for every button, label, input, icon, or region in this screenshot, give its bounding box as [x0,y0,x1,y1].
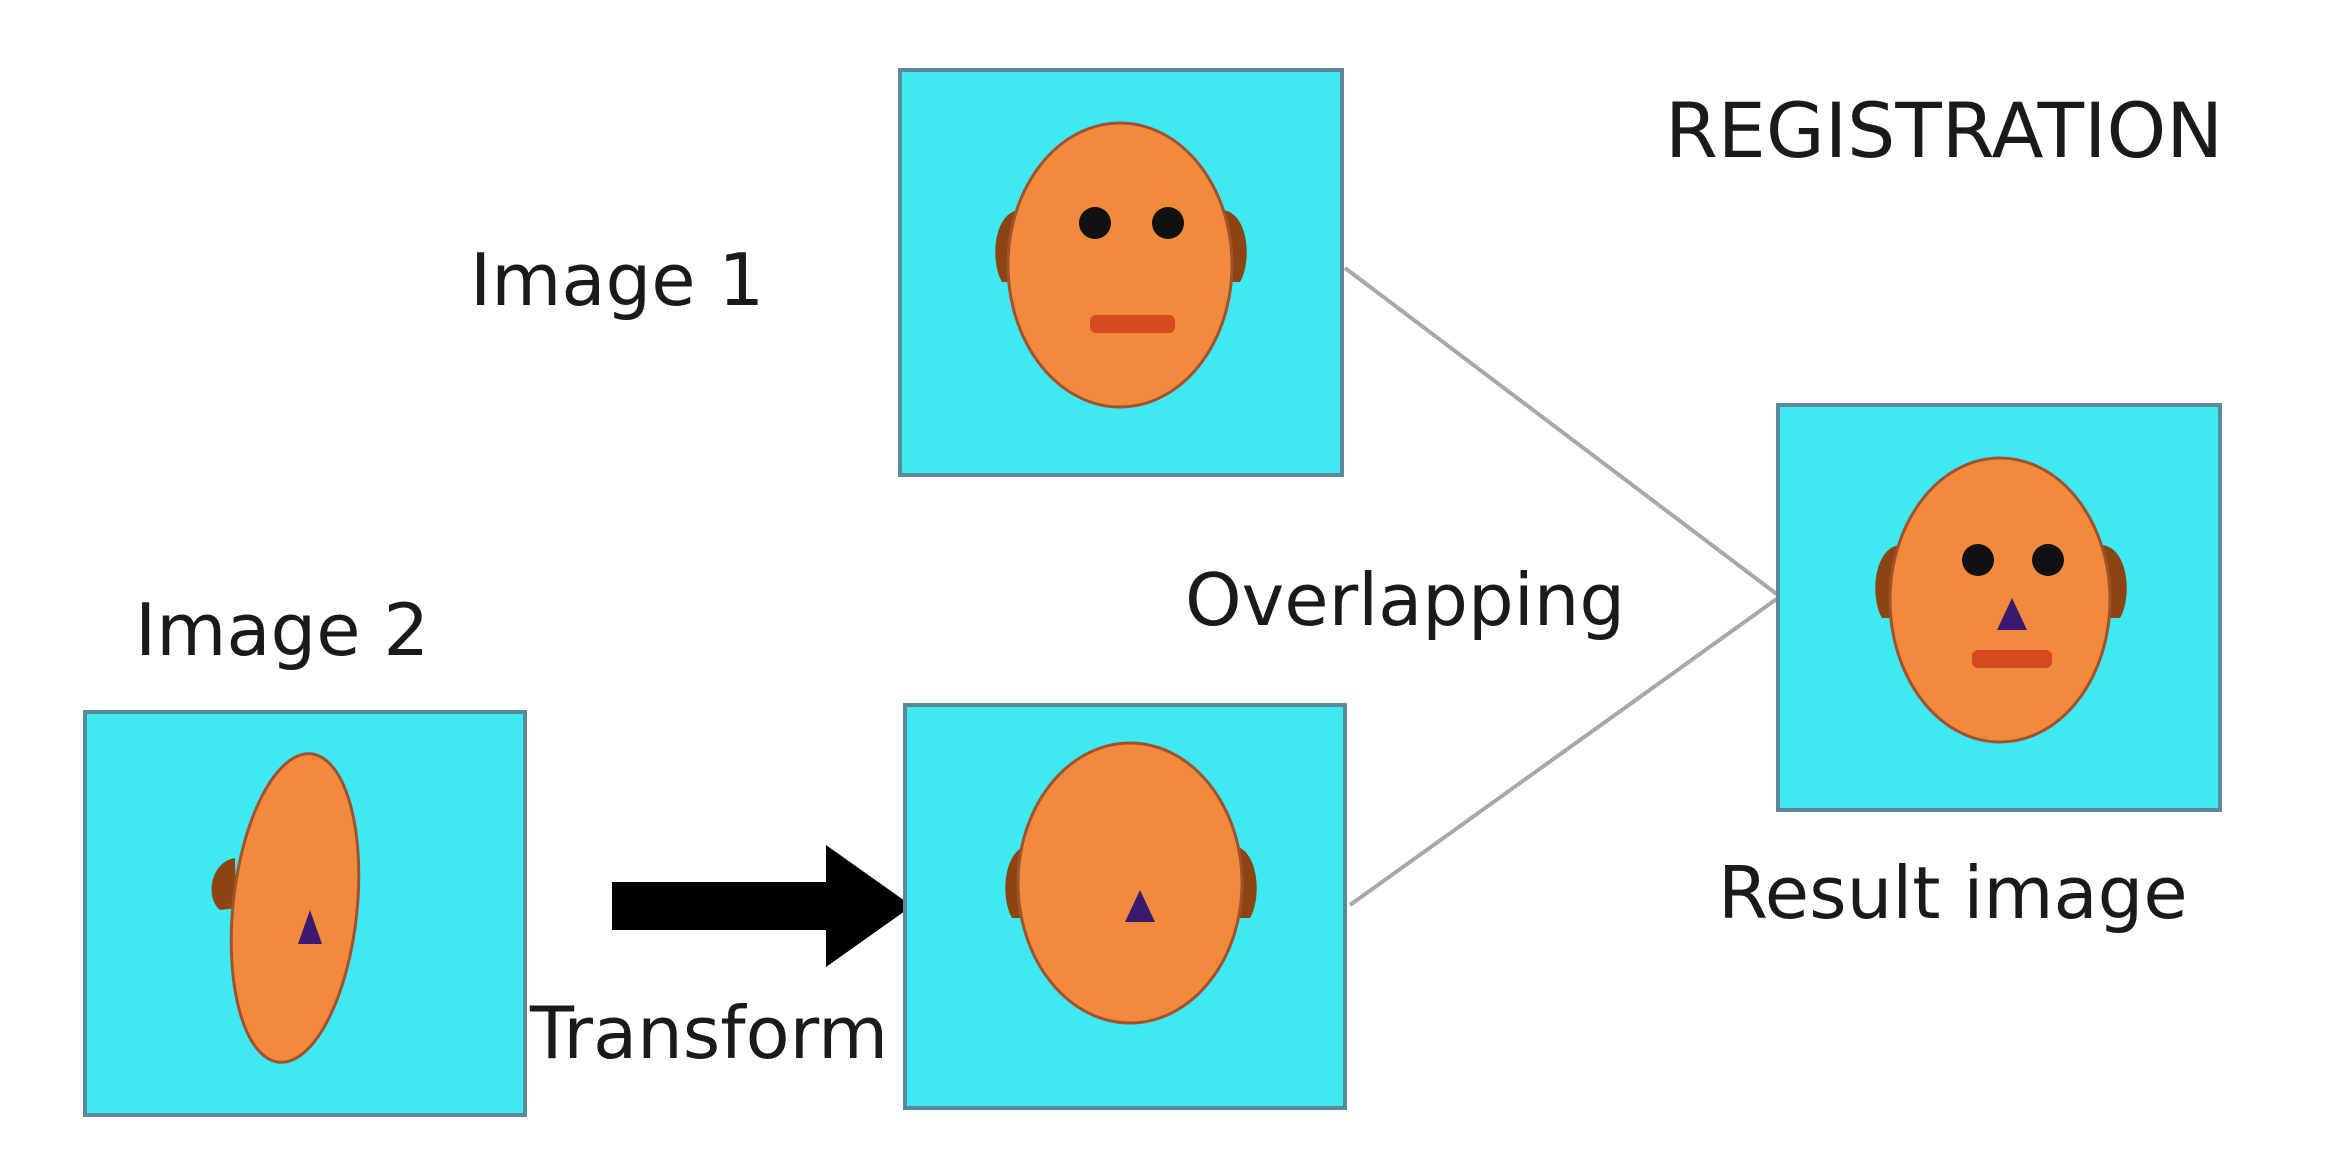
connector-line-bottom [1348,596,1780,907]
overlapping-label: Overlapping [1185,558,1625,642]
connector-line-top [1343,266,1780,597]
overlap-connector-lines [1343,266,1780,907]
image2-label: Image 2 [135,588,429,672]
transformed-image-panel [903,703,1347,1110]
eye-left [1079,207,1111,239]
image1-panel [898,68,1344,477]
mouth [1090,315,1175,333]
result-image-panel [1776,403,2222,812]
ear-left [211,858,236,910]
face [1888,456,2112,744]
face [1006,121,1234,409]
eye-right [1152,207,1184,239]
face [1016,741,1244,1025]
transform-label: Transform [529,991,888,1075]
result-image-label: Result image [1718,851,2188,935]
eye-left [1962,544,1994,576]
nose [1997,598,2027,630]
diagram-title: REGISTRATION [1665,86,2223,175]
nose [1125,890,1155,922]
image1-label: Image 1 [470,238,764,322]
nose [298,910,322,944]
mouth [1972,650,2052,668]
face-squashed [229,752,361,1064]
transform-arrow [612,845,912,967]
eye-right [2032,544,2064,576]
image2-panel [83,710,527,1117]
